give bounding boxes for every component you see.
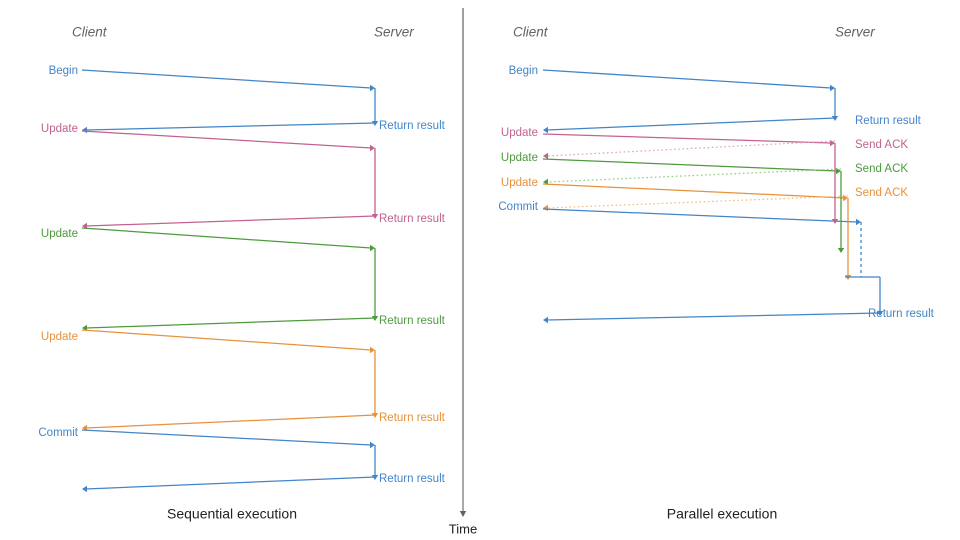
message-label: Update xyxy=(41,228,78,240)
message-return-result-3: Return result xyxy=(82,148,446,230)
arrowhead-left xyxy=(543,152,548,160)
message-return-result-5: Return result xyxy=(82,248,446,332)
time-axis-arrowhead xyxy=(459,511,467,517)
message-line-to-client xyxy=(546,140,836,157)
message-begin-0: Begin xyxy=(49,65,375,92)
arrowhead-right xyxy=(370,346,375,354)
message-label: Begin xyxy=(49,65,78,77)
arrowhead-left xyxy=(82,126,87,134)
arrowhead-left xyxy=(543,316,548,324)
time-axis-label: Time xyxy=(449,521,477,536)
message-line-to-client xyxy=(85,215,376,227)
message-label: Return result xyxy=(379,412,446,424)
message-commit-8: Commit xyxy=(38,427,375,449)
message-line-to-server xyxy=(542,208,858,223)
message-return-result-7: Return result xyxy=(82,350,446,432)
message-label: Return result xyxy=(855,115,922,127)
message-label: Commit xyxy=(38,427,78,439)
message-line-to-client xyxy=(546,168,842,183)
message-line-to-server xyxy=(81,227,372,249)
message-label: Send ACK xyxy=(855,187,908,199)
message-update-6: Update xyxy=(501,177,848,202)
message-line-to-server xyxy=(81,329,372,351)
message-return-result-1: Return result xyxy=(82,88,446,134)
arrowhead-right xyxy=(830,84,835,92)
message-label: Return result xyxy=(379,120,446,132)
message-line-to-server xyxy=(542,158,838,172)
message-label: Return result xyxy=(379,315,446,327)
arrowhead-right xyxy=(836,167,841,175)
server-bar-group-pink-exec-bar xyxy=(831,143,839,224)
message-update-2: Update xyxy=(41,123,375,152)
message-send-ack-3: Send ACK xyxy=(543,139,908,160)
message-line-to-server xyxy=(542,133,832,144)
arrowhead-down xyxy=(837,248,845,253)
message-label: Send ACK xyxy=(855,163,908,175)
message-line-to-server xyxy=(542,183,845,199)
message-line-to-server xyxy=(81,69,372,89)
server-bar-group-green-exec-bar xyxy=(837,171,845,253)
actor-label-client-parallel: Client xyxy=(513,25,549,40)
message-return-result-9: Return result xyxy=(82,445,446,493)
arrowhead-right xyxy=(370,84,375,92)
arrowhead-right xyxy=(370,441,375,449)
message-line-to-client xyxy=(546,195,849,209)
message-label: Send ACK xyxy=(855,139,908,151)
message-label: Update xyxy=(41,123,78,135)
arrowhead-left xyxy=(82,324,87,332)
message-line-to-client xyxy=(546,312,881,321)
message-update-4: Update xyxy=(501,152,841,175)
message-label: Return result xyxy=(868,308,935,320)
arrowhead-down xyxy=(831,219,839,224)
message-line-to-client xyxy=(85,414,376,429)
message-line-to-client xyxy=(85,122,376,131)
message-label: Update xyxy=(501,177,538,189)
message-return-result-9: Return result xyxy=(543,308,935,324)
message-label: Return result xyxy=(379,473,446,485)
actor-label-server-sequential: Server xyxy=(374,25,414,40)
actor-label-client-sequential: Client xyxy=(72,25,108,40)
message-update-6: Update xyxy=(41,329,375,354)
message-line-to-server xyxy=(542,69,832,89)
arrowhead-left xyxy=(82,485,87,493)
message-update-2: Update xyxy=(501,127,835,147)
message-send-ack-7: Send ACK xyxy=(543,187,908,212)
message-line-to-client xyxy=(85,317,376,329)
arrowhead-left xyxy=(82,222,87,230)
message-commit-8: Commit xyxy=(498,201,861,226)
message-return-result-1: Return result xyxy=(543,88,922,134)
message-line-to-client xyxy=(85,476,376,490)
message-label: Update xyxy=(41,331,78,343)
arrowhead-left xyxy=(543,126,548,134)
message-line-to-server xyxy=(81,130,372,149)
arrowhead-left xyxy=(543,204,548,212)
message-label: Update xyxy=(501,152,538,164)
arrowhead-right xyxy=(843,194,848,202)
message-label: Begin xyxy=(509,65,538,77)
arrowhead-right xyxy=(370,244,375,252)
message-label: Return result xyxy=(379,213,446,225)
server-bar-group-orange-exec-bar xyxy=(844,198,852,280)
panel-caption-parallel: Parallel execution xyxy=(667,506,778,522)
message-begin-0: Begin xyxy=(509,65,835,92)
message-label: Update xyxy=(501,127,538,139)
panel-caption-sequential: Sequential execution xyxy=(167,506,297,522)
arrowhead-right xyxy=(370,144,375,152)
arrowhead-right xyxy=(856,218,861,226)
message-label: Commit xyxy=(498,201,538,213)
message-line-to-server xyxy=(81,429,372,446)
arrowhead-down xyxy=(876,311,884,316)
arrowhead-right xyxy=(830,139,835,147)
server-bar-group-commit-exec-bar xyxy=(876,277,884,316)
actor-label-server-parallel: Server xyxy=(835,25,875,40)
message-line-to-client xyxy=(546,117,836,131)
message-update-4: Update xyxy=(41,227,375,252)
